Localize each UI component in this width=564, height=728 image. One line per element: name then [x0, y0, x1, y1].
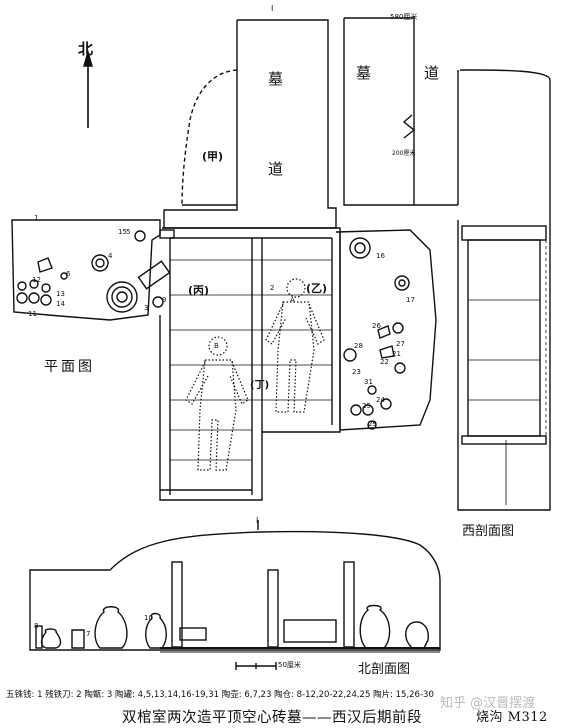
find-number: 28	[354, 342, 363, 350]
scale-label: 50厘米	[278, 661, 301, 669]
find-number: 5	[126, 228, 131, 236]
watermark: 知乎 @汉晋摆渡	[440, 696, 536, 711]
plan-view-label: 平面图	[44, 359, 95, 375]
skeleton-right	[265, 278, 325, 413]
find-number: 24	[376, 396, 385, 404]
find-number: 15	[118, 228, 127, 236]
main-chamber-outline	[159, 227, 341, 501]
find-number: 12	[32, 276, 41, 284]
find-number: 25	[362, 402, 371, 410]
find-number: B	[214, 342, 219, 350]
chamber-jia-outline	[181, 69, 238, 206]
dim-top: 580厘米	[390, 13, 418, 21]
plan-view	[11, 19, 437, 501]
find-number: 17	[406, 296, 415, 304]
chamber-jia-label: (甲)	[202, 150, 224, 163]
find-number: 8	[34, 622, 39, 630]
west-side-chamber	[11, 219, 161, 321]
dim-mid: 200厘米	[392, 150, 416, 157]
passage-label-3: 墓	[356, 64, 372, 82]
north-section-label: 北剖面图	[358, 662, 411, 677]
chamber-bing-label: (丙)	[188, 284, 210, 297]
east-side-chamber	[335, 229, 437, 431]
find-number: 10	[144, 614, 153, 622]
find-number: 29	[368, 420, 377, 428]
passage-label-2: 道	[268, 160, 284, 178]
legend-text: 五铢钱: 1 残铁刀: 2 陶甑: 3 陶罐: 4,5,13,14,16-19,…	[6, 690, 434, 700]
chamber-yi-label: (乙)	[306, 282, 328, 295]
north-section	[29, 530, 441, 670]
west-section-label: 西剖面图	[462, 524, 515, 539]
find-number: 26	[372, 322, 381, 330]
find-number: 7	[86, 630, 91, 638]
east-vessels	[343, 237, 410, 430]
caption-title: 双棺室两次造平顶空心砖墓——西汉后期前段	[122, 710, 422, 726]
passage-label-1: 墓	[268, 70, 284, 88]
find-number: 14	[56, 300, 65, 308]
find-number: 2	[270, 284, 275, 292]
find-number: 31	[364, 378, 373, 386]
west-vessels	[16, 230, 164, 313]
find-number: 6	[66, 270, 71, 278]
find-number: 16	[376, 252, 385, 260]
chamber-ding-label: (丁)	[250, 380, 270, 391]
find-number: 23	[352, 368, 361, 376]
north-arrow-icon	[83, 49, 93, 128]
find-number: 11	[28, 310, 37, 318]
find-number: 3	[144, 304, 149, 312]
find-number: A	[290, 296, 295, 304]
site-code: 烧沟 M312	[476, 710, 548, 725]
find-number: 21	[392, 350, 401, 358]
north-label: 北	[78, 40, 94, 58]
find-number: 4	[108, 252, 113, 260]
find-number: 22	[380, 358, 389, 366]
section-mark-mid: I	[256, 516, 259, 525]
west-section	[343, 17, 551, 511]
find-number: 9	[162, 296, 167, 304]
find-number: 1	[34, 214, 39, 222]
find-number: 27	[396, 340, 405, 348]
skeleton-left	[185, 336, 249, 471]
find-number: 13	[56, 290, 65, 298]
passage-label-4: 道	[424, 64, 440, 82]
section-mark-top: I	[271, 4, 274, 13]
